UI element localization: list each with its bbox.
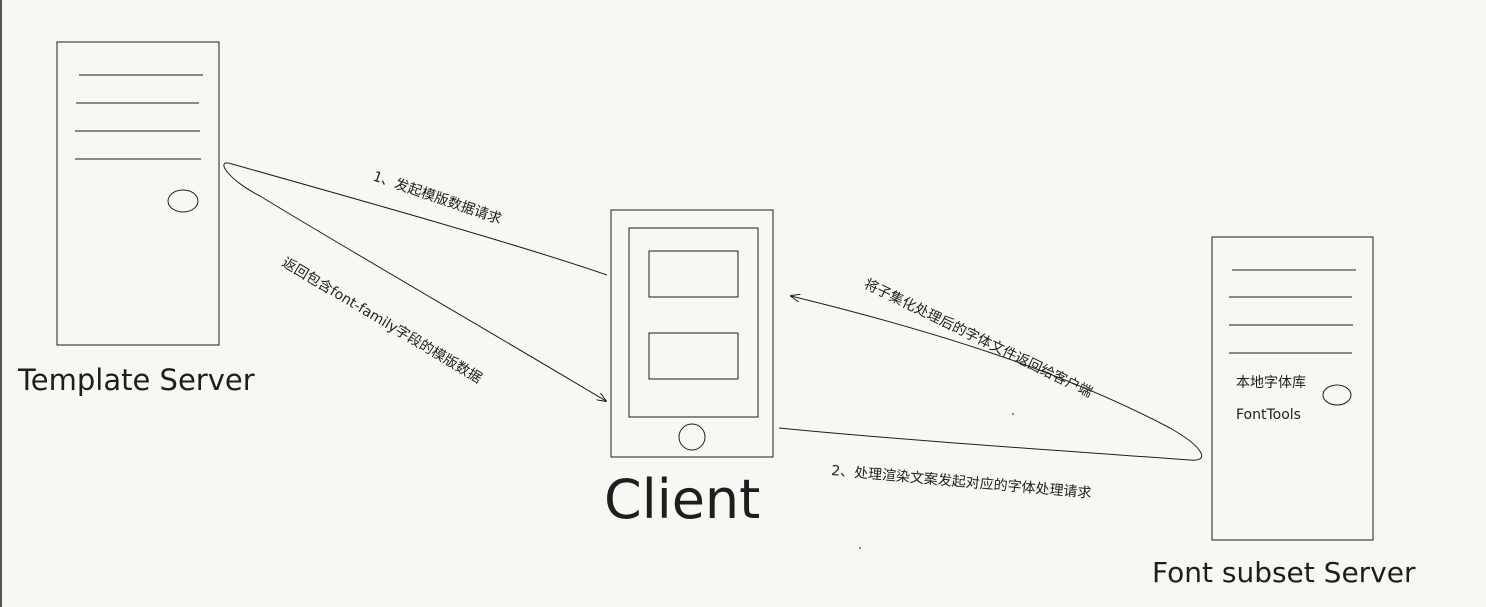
template-server-box bbox=[56, 41, 220, 346]
return-template-arrow bbox=[223, 162, 606, 401]
request-font-label: 2、处理渲染文案发起对应的字体处理请求 bbox=[831, 462, 1092, 502]
client-screen bbox=[628, 227, 759, 418]
font-server-box bbox=[1211, 236, 1374, 541]
client-content-block bbox=[648, 250, 739, 298]
return-font-label: 将子集化处理后的字体文件返回给客户端 bbox=[861, 275, 1095, 401]
client-label: Client bbox=[604, 468, 760, 531]
font-server-line-fonttools: FontTools bbox=[1236, 407, 1301, 423]
request-font-arrow bbox=[778, 427, 1191, 461]
client-home-button bbox=[678, 423, 706, 451]
stray-dot bbox=[859, 547, 861, 549]
stray-dot bbox=[1012, 413, 1014, 415]
request-template-label: 1、发起模版数据请求 bbox=[371, 169, 504, 228]
window-left-edge bbox=[0, 0, 2, 607]
return-font-arrow bbox=[791, 296, 1202, 461]
template-server-button bbox=[167, 189, 199, 213]
client-device bbox=[610, 209, 774, 458]
font-server-node: 本地字体库 FontTools Font subset Server bbox=[1152, 236, 1416, 589]
return-template-label: 返回包含font-family字段的模版数据 bbox=[279, 255, 484, 387]
request-template-arrow bbox=[231, 163, 608, 276]
template-server-node: Template Server bbox=[17, 41, 255, 397]
font-server-line-local-library: 本地字体库 bbox=[1236, 375, 1306, 391]
client-node: Client bbox=[604, 209, 774, 531]
template-server-label: Template Server bbox=[17, 363, 255, 397]
font-server-button bbox=[1322, 384, 1352, 406]
client-content-block bbox=[648, 332, 739, 380]
font-server-label: Font subset Server bbox=[1152, 556, 1416, 589]
